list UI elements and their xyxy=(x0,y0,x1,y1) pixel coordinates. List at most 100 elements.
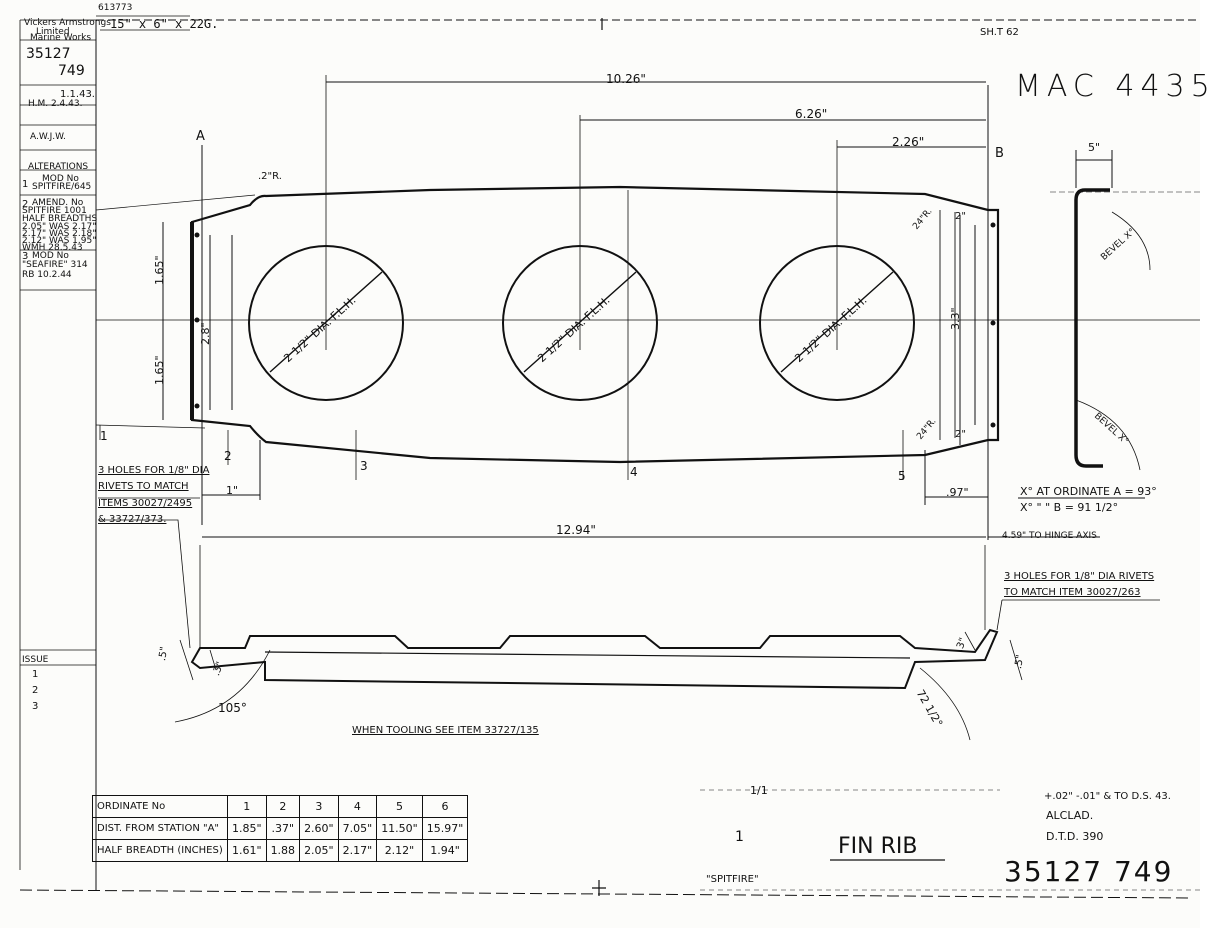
alt3-line1: MOD No xyxy=(32,251,69,261)
dim-97-label: .97" xyxy=(946,486,969,499)
ordinate-4-label: 4 xyxy=(630,465,638,479)
ordinate-cell: 2 xyxy=(265,795,301,818)
issue-row-3: 3 xyxy=(32,701,39,712)
alt1-no: 1 xyxy=(22,179,29,190)
alt3-line3: RB 10.2.44 xyxy=(22,270,72,280)
mac-number: MAC 4435 xyxy=(1015,69,1216,104)
table-row: ORDINATE No 1 2 3 4 5 6 xyxy=(92,795,469,818)
issue-label: ISSUE xyxy=(22,655,49,665)
issue-row-2: 2 xyxy=(32,685,39,696)
dist-cell: 15.97" xyxy=(421,817,469,840)
radius-2-label: .2"R. xyxy=(258,171,282,182)
dim-1-label: 1" xyxy=(226,484,239,497)
lightening-hole-2 xyxy=(502,245,658,401)
title-column xyxy=(19,19,96,870)
spec: D.T.D. 390 xyxy=(1046,830,1104,843)
sheet-number: SH.T 62 xyxy=(980,27,1019,38)
dim-165-top-label: 1.65" xyxy=(153,255,166,285)
dim-5-section-label: 5" xyxy=(1088,141,1101,154)
dist-cell: .37" xyxy=(265,817,301,840)
ordinate-cell: 3 xyxy=(299,795,339,818)
alt2-line7: WMH 28.5.43 xyxy=(22,243,83,253)
lightening-hole-3 xyxy=(759,245,915,401)
note-holes-right-1: 3 HOLES FOR 1/8" DIA RIVETS xyxy=(1004,571,1155,582)
alt2-no: 2 xyxy=(22,199,29,210)
row-label-half-breadth: HALF BREADTH (INCHES) xyxy=(92,839,228,862)
ordinate-3-label: 3 xyxy=(360,459,368,473)
section-view xyxy=(1074,188,1110,468)
dim-10-26-label: 10.26" xyxy=(606,72,646,86)
dim-28-label: 2.8" xyxy=(199,322,212,345)
station-a-label: A xyxy=(196,129,205,144)
half-breadth-cell: 2.17" xyxy=(337,839,378,862)
company-line1: Vickers Armstrongs xyxy=(24,18,111,28)
dist-cell: 2.60" xyxy=(299,817,339,840)
quantity: 1 xyxy=(735,829,744,845)
note-holes-left-1: 3 HOLES FOR 1/8" DIA xyxy=(98,465,210,476)
alt1-line2: SPITFIRE/645 xyxy=(32,182,92,192)
material: ALCLAD. xyxy=(1046,809,1094,822)
station-b-label: B xyxy=(995,146,1004,161)
company-line3: Marine Works xyxy=(30,33,92,43)
note-holes-left-4: & 33727/373. xyxy=(98,514,167,525)
ordinate-lines xyxy=(99,75,904,480)
tolerance: +.02" -.01" & TO D.S. 43. xyxy=(1044,791,1171,802)
ordinate-5-label: 5 xyxy=(898,469,906,483)
rib-outline xyxy=(190,185,1000,464)
note-holes-left-3: ITEMS 30027/2495 xyxy=(98,498,193,509)
lightening-hole-1 xyxy=(248,245,404,401)
alt2-line4: 2.05" WAS 2.17" xyxy=(22,222,97,232)
table-row: DIST. FROM STATION "A" 1.85" .37" 2.60" … xyxy=(92,817,469,840)
alt2-line6: 2.12" WAS 1.95" xyxy=(22,236,97,246)
half-breadth-cell: 2.05" xyxy=(299,839,339,862)
table-row: HALF BREADTH (INCHES) 1.61" 1.88 2.05" 2… xyxy=(92,839,469,862)
dim-2-bot-label: 2" xyxy=(955,429,966,440)
row-label-dist: DIST. FROM STATION "A" xyxy=(92,817,228,840)
aircraft: "SPITFIRE" xyxy=(706,874,759,885)
half-breadth-cell: 1.94" xyxy=(421,839,469,862)
dim-165-bot-label: 1.65" xyxy=(153,355,166,385)
drawn-by: A.W.J.W. xyxy=(30,132,66,142)
dist-cell: 11.50" xyxy=(376,817,423,840)
alt2-line1: AMEND. No xyxy=(32,198,84,208)
note-holes-right-2: TO MATCH ITEM 30027/263 xyxy=(1004,587,1141,598)
ordinate-1-label: 1 xyxy=(100,429,108,443)
dim-12-94-label: 12.94" xyxy=(556,523,596,537)
alt3-line2: "SEAFIRE" 314 xyxy=(22,260,88,270)
ordinate-cell: 5 xyxy=(376,795,423,818)
drawing-no-sub: 749 xyxy=(58,63,85,79)
alt1-line1: MOD No xyxy=(42,174,79,184)
alt2-line3: HALF BREADTHS xyxy=(22,214,98,224)
row-label-ordinate: ORDINATE No xyxy=(92,795,228,818)
ordinate-2-label: 2 xyxy=(224,449,232,463)
angle-105-label: 105° xyxy=(218,701,247,715)
dim-2-26-label: 2.26" xyxy=(892,135,925,149)
elevation-view xyxy=(190,628,999,690)
material-size: 15" x 6" x 22G. xyxy=(110,17,219,31)
drawing-number: 35127 749 xyxy=(1004,855,1174,888)
ordinate-cell: 4 xyxy=(337,795,378,818)
note-holes-left-2: RIVETS TO MATCH xyxy=(98,481,189,492)
alt2-line5: 2.17" WAS 2.18" xyxy=(22,229,97,239)
ordinate-cell: 1 xyxy=(227,795,267,818)
company-line2: Limited xyxy=(36,27,70,37)
dim-6-26-label: 6.26" xyxy=(795,107,828,121)
dist-cell: 1.85" xyxy=(227,817,267,840)
half-breadth-cell: 1.88 xyxy=(265,839,301,862)
dim-2-top-label: 2" xyxy=(955,211,966,222)
checked: H.M. 2.4.43. xyxy=(28,99,83,109)
bevel-note-1: X° AT ORDINATE A = 93° xyxy=(1020,485,1157,498)
half-breadth-cell: 1.61" xyxy=(227,839,267,862)
dim-33-label: 3.3" xyxy=(949,307,962,330)
drawing-no-top: 35127 xyxy=(26,46,71,62)
tooling-note: WHEN TOOLING SEE ITEM 33727/135 xyxy=(352,725,539,736)
dist-cell: 7.05" xyxy=(337,817,378,840)
dim-459-label: 4.59" TO HINGE AXIS xyxy=(1002,531,1097,541)
ordinate-table: ORDINATE No 1 2 3 4 5 6 DIST. FROM STATI… xyxy=(92,795,469,862)
bevel-note-2: X° " " B = 91 1/2° xyxy=(1020,501,1119,514)
scale: 1/1 xyxy=(750,784,768,797)
border-bottom xyxy=(19,889,1191,899)
date: 1.1.43. xyxy=(60,89,95,100)
